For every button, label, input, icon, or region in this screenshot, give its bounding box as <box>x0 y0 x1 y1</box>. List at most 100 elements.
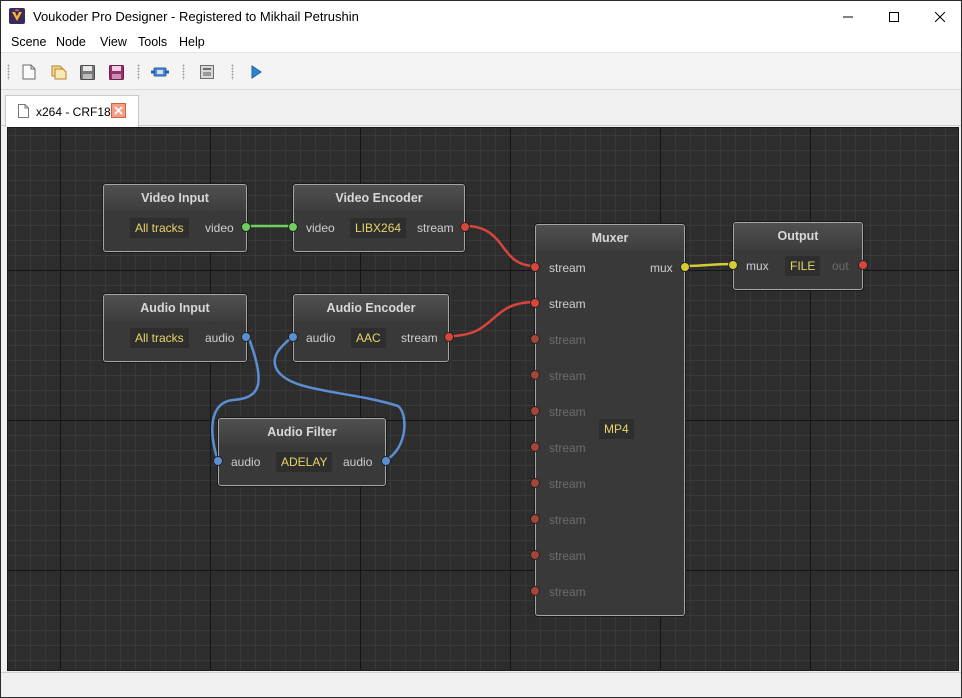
port-label-out: out <box>832 259 849 273</box>
node-value[interactable]: MP4 <box>599 419 634 439</box>
input-port-stream[interactable] <box>530 550 540 560</box>
port-label-audio: audio <box>231 455 261 469</box>
node-title: Output <box>777 229 819 243</box>
input-port-stream[interactable] <box>530 514 540 524</box>
node-output[interactable]: Output mux FILE out <box>728 222 868 290</box>
input-port-stream[interactable] <box>530 478 540 488</box>
port-label-video: video <box>306 221 335 235</box>
port-label-audio: audio <box>343 455 373 469</box>
wire-audio-to-filter[interactable] <box>211 335 260 461</box>
node-value[interactable]: All tracks <box>130 328 189 348</box>
port-label-audio: audio <box>306 331 336 345</box>
title-bar: Voukoder Pro Designer - Registered to Mi… <box>1 1 961 32</box>
port-label-stream: stream <box>549 333 586 347</box>
node-title: Audio Encoder <box>326 301 416 315</box>
menu-scene[interactable]: Scene <box>11 35 47 49</box>
input-port-audio[interactable] <box>213 456 223 466</box>
node-audio-filter[interactable]: Audio Filter audio ADELAY audio <box>213 418 391 486</box>
input-port-stream[interactable] <box>530 586 540 596</box>
open-icon <box>51 65 67 80</box>
tab-scene[interactable]: x264 - CRF18 <box>5 95 139 127</box>
tab-label: x264 - CRF18 <box>36 105 111 119</box>
input-port-stream[interactable] <box>530 262 540 272</box>
output-port-audio[interactable] <box>381 456 391 466</box>
menu-node[interactable]: Node <box>56 35 86 49</box>
node-video-input[interactable]: Video Input All tracks video <box>103 184 251 252</box>
save-as-icon <box>108 64 124 80</box>
port-label-audio: audio <box>205 331 235 345</box>
menu-bar: Scene Node View Tools Help <box>1 32 961 53</box>
node-value[interactable]: FILE <box>785 256 821 276</box>
node-title: Muxer <box>591 231 629 245</box>
maximize-button[interactable] <box>871 1 917 32</box>
toolbar-grip[interactable] <box>7 64 10 80</box>
port-label-stream: stream <box>549 369 586 383</box>
settings-button[interactable] <box>150 62 170 82</box>
node-canvas[interactable]: Video Input All tracks video Video Encod… <box>7 127 959 671</box>
node-video-encoder[interactable]: Video Encoder video LIBX264 stream <box>288 184 470 252</box>
input-port-mux[interactable] <box>728 260 738 270</box>
minimize-icon <box>843 16 853 17</box>
maximize-icon <box>889 11 899 22</box>
toolbar-grip[interactable] <box>137 64 140 80</box>
port-label-stream: stream <box>549 297 586 311</box>
node-value[interactable]: ADELAY <box>276 452 333 472</box>
new-document-icon <box>22 64 36 80</box>
wire-audio-stream[interactable] <box>448 300 536 338</box>
port-label-stream: stream <box>549 477 586 491</box>
toolbar-grip[interactable] <box>182 64 185 80</box>
save-button[interactable] <box>77 62 97 82</box>
run-icon <box>251 65 262 79</box>
document-icon <box>18 104 29 118</box>
open-button[interactable] <box>49 62 69 82</box>
node-audio-input[interactable]: Audio Input All tracks audio <box>103 294 251 362</box>
wire-mux[interactable] <box>684 262 734 268</box>
output-port-video[interactable] <box>241 222 251 232</box>
run-button[interactable] <box>246 62 266 82</box>
toolbar <box>1 53 961 90</box>
port-label-mux: mux <box>746 259 769 273</box>
save-as-button[interactable] <box>106 62 126 82</box>
port-label-video: video <box>205 221 234 235</box>
input-port-video[interactable] <box>288 222 298 232</box>
new-button[interactable] <box>19 62 39 82</box>
toolbar-grip[interactable] <box>231 64 234 80</box>
port-label-stream: stream <box>549 585 586 599</box>
output-port-mux[interactable] <box>680 262 690 272</box>
menu-view[interactable]: View <box>100 35 127 49</box>
wire-filter-to-encoder[interactable] <box>273 335 406 462</box>
properties-button[interactable] <box>197 62 217 82</box>
input-port-stream[interactable] <box>530 370 540 380</box>
input-port-stream[interactable] <box>530 442 540 452</box>
input-port-stream[interactable] <box>530 334 540 344</box>
status-bar <box>1 672 961 697</box>
tab-close-button[interactable] <box>111 103 126 118</box>
port-label-stream: stream <box>549 441 586 455</box>
tab-strip: x264 - CRF18 <box>1 90 961 127</box>
wire-video-stream[interactable] <box>464 224 536 268</box>
node-value[interactable]: LIBX264 <box>350 218 407 238</box>
port-label-stream: stream <box>549 549 586 563</box>
node-muxer[interactable]: Muxer stream stream stream stream stream… <box>530 224 690 616</box>
minimize-button[interactable] <box>825 1 871 32</box>
port-label-stream: stream <box>549 405 586 419</box>
menu-help[interactable]: Help <box>179 35 205 49</box>
properties-icon <box>200 65 214 79</box>
output-port-stream[interactable] <box>460 222 470 232</box>
node-title: Video Encoder <box>335 191 423 205</box>
node-value[interactable]: AAC <box>351 328 386 348</box>
output-port-out[interactable] <box>858 260 868 270</box>
port-label-stream: stream <box>417 221 454 235</box>
output-port-stream[interactable] <box>444 332 454 342</box>
input-port-stream[interactable] <box>530 406 540 416</box>
port-label-stream: stream <box>401 331 438 345</box>
node-audio-encoder[interactable]: Audio Encoder audio AAC stream <box>288 294 454 362</box>
output-port-audio[interactable] <box>241 332 251 342</box>
node-value[interactable]: All tracks <box>130 218 189 238</box>
connection-wires <box>211 224 734 462</box>
input-port-stream[interactable] <box>530 298 540 308</box>
input-port-audio[interactable] <box>288 332 298 342</box>
menu-tools[interactable]: Tools <box>138 35 168 49</box>
close-button[interactable] <box>917 1 961 32</box>
